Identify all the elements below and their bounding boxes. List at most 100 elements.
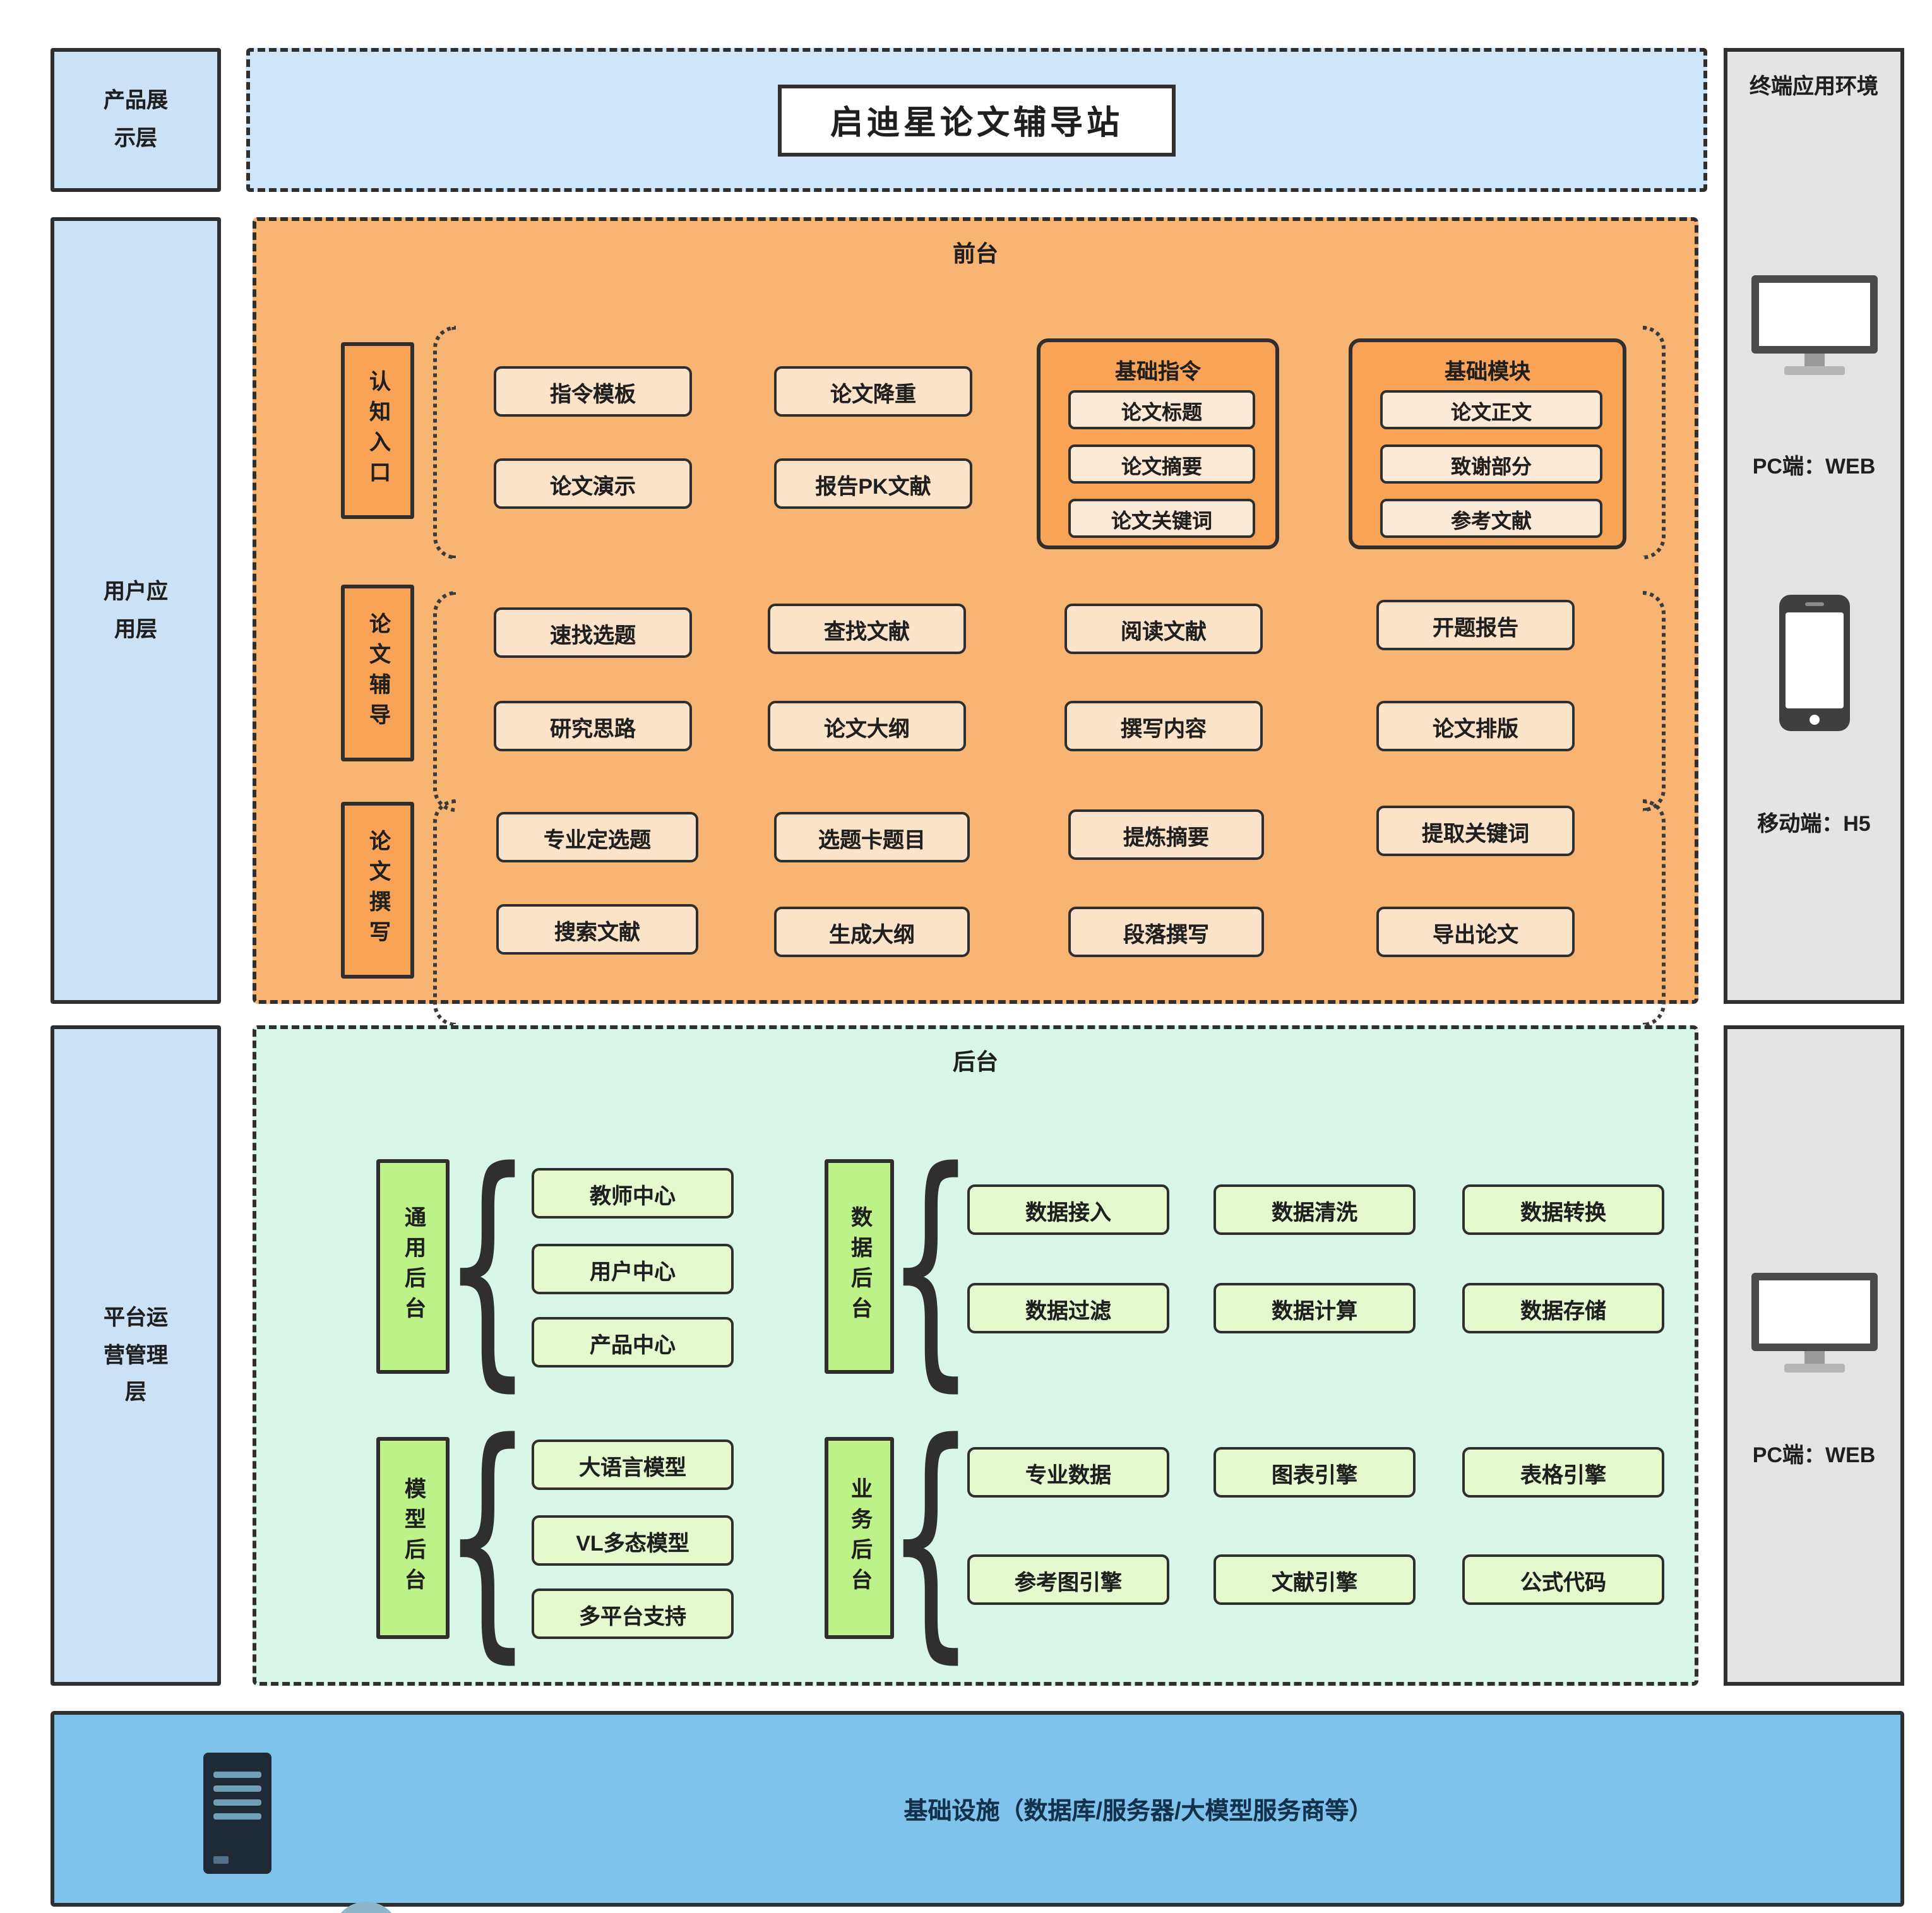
dotted-bracket-right — [1643, 799, 1666, 1027]
server-slot — [213, 1813, 261, 1820]
phone-screen — [1785, 612, 1843, 708]
dotted-bracket-left — [433, 799, 456, 1027]
back-node: 数据存储 — [1462, 1283, 1664, 1333]
front-node: 阅读文献 — [1064, 604, 1263, 654]
front-node: 报告PK文献 — [774, 458, 972, 509]
back-node: 表格引擎 — [1462, 1447, 1664, 1498]
back-node: 数据清洗 — [1213, 1184, 1416, 1235]
back-node: 文献引擎 — [1213, 1554, 1416, 1605]
front-node: 指令模板 — [494, 366, 692, 417]
page-title: 启迪星论文辅导站 — [778, 84, 1175, 156]
front-node: 论文正文 — [1380, 390, 1602, 429]
back-node: 数据计算 — [1213, 1283, 1416, 1333]
infrastructure-label: 基础设施（数据库/服务器/大模型服务商等） — [903, 1798, 1373, 1825]
monitor-base — [1784, 366, 1844, 375]
front-row3-label: 论文撰写 — [341, 802, 414, 979]
front-node: 论文关键词 — [1068, 499, 1255, 538]
front-section: 前台 认知入口 指令模板 论文演示 论文降重 报告PK文献 基础指令 论文标题 … — [253, 217, 1698, 1027]
infrastructure-bar: 基础设施（数据库/服务器/大模型服务商等） — [51, 1711, 1904, 1913]
cloud-part — [332, 1902, 400, 1913]
basic-commands-group: 基础指令 论文标题 论文摘要 论文关键词 — [1037, 338, 1279, 549]
pc-web-label-2: PC端：WEB — [1752, 1443, 1876, 1467]
server-icon — [203, 1753, 271, 1874]
pc-web-label: PC端：WEB — [1752, 455, 1876, 479]
front-node: 提取关键词 — [1376, 806, 1575, 856]
terminal-panel-title: 终端应用环境 — [1750, 74, 1878, 98]
front-row1-label: 认知入口 — [341, 342, 414, 519]
monitor-screen — [1751, 275, 1877, 354]
dotted-bracket-left — [433, 591, 456, 812]
front-node: 论文排版 — [1376, 701, 1575, 751]
front-node: 论文标题 — [1068, 390, 1255, 429]
dotted-bracket-left — [433, 326, 456, 559]
front-node: 论文摘要 — [1068, 444, 1255, 484]
back-node: 参考图引擎 — [967, 1554, 1169, 1605]
terminal-environment-panel: 终端应用环境 PC端：WEB 移动端：H5 — [1724, 48, 1904, 1004]
monitor-base — [1784, 1364, 1844, 1373]
front-row2-label: 论文辅导 — [341, 585, 414, 761]
brace-connector — [891, 1356, 970, 1720]
front-node: 查找文献 — [768, 604, 966, 654]
back-node: 用户中心 — [532, 1244, 734, 1294]
layer-label-product-display: 产品展 示层 — [51, 48, 221, 192]
cloud-icon — [307, 1902, 446, 1913]
back-node: 大语言模型 — [532, 1439, 734, 1490]
front-node: 提炼摘要 — [1068, 809, 1264, 860]
front-node: 专业定选题 — [496, 812, 698, 862]
front-node: 撰写内容 — [1064, 701, 1263, 751]
phone-home-button — [1809, 715, 1819, 725]
front-node: 参考文献 — [1380, 499, 1602, 538]
layer-label-platform-operation: 平台运 营管理 层 — [51, 1025, 221, 1686]
server-vent — [213, 1856, 229, 1864]
layer-label-user-application: 用户应 用层 — [51, 217, 221, 1004]
group-title: 基础模块 — [1445, 360, 1530, 384]
back-section-title: 后台 — [953, 1049, 998, 1075]
back-node: 产品中心 — [532, 1317, 734, 1368]
brace-connector — [448, 1356, 527, 1720]
server-slot — [213, 1799, 261, 1806]
back-node: 公式代码 — [1462, 1554, 1664, 1605]
front-node: 研究思路 — [494, 701, 692, 751]
back-node: 多平台支持 — [532, 1588, 734, 1639]
back-group4-label: 业务后台 — [825, 1437, 894, 1639]
front-node: 生成大纲 — [774, 907, 970, 957]
monitor-neck — [1804, 354, 1824, 366]
dotted-bracket-right — [1643, 591, 1666, 812]
back-group3-label: 模型后台 — [376, 1437, 450, 1639]
back-group1-label: 通用后台 — [376, 1159, 450, 1374]
front-section-title: 前台 — [953, 241, 998, 266]
front-node: 选题卡题目 — [774, 812, 970, 862]
server-slot — [213, 1772, 261, 1778]
terminal-environment-panel-2: PC端：WEB — [1724, 1025, 1904, 1686]
front-node: 开题报告 — [1376, 600, 1575, 650]
back-node: 数据过滤 — [967, 1283, 1169, 1333]
dotted-bracket-right — [1643, 326, 1666, 559]
server-slot — [213, 1785, 261, 1792]
back-section: 后台 通用后台 教师中心 用户中心 产品中心 数据后台 数据接入 数据清洗 数据… — [253, 1025, 1698, 1686]
phone-speaker — [1804, 602, 1823, 606]
front-node: 速找选题 — [494, 607, 692, 658]
back-node: 图表引擎 — [1213, 1447, 1416, 1498]
back-node: 数据接入 — [967, 1184, 1169, 1235]
monitor-screen — [1751, 1273, 1877, 1351]
front-node: 论文演示 — [494, 458, 692, 509]
front-node: 论文降重 — [774, 366, 972, 417]
monitor-neck — [1804, 1351, 1824, 1364]
basic-modules-group: 基础模块 论文正文 致谢部分 参考文献 — [1349, 338, 1626, 549]
product-display-strip: 启迪星论文辅导站 — [246, 48, 1707, 192]
back-node: 教师中心 — [532, 1168, 734, 1219]
mobile-h5-label: 移动端：H5 — [1757, 812, 1871, 836]
monitor-icon — [1751, 1273, 1877, 1373]
group-title: 基础指令 — [1115, 360, 1201, 384]
front-node: 段落撰写 — [1068, 907, 1264, 957]
smartphone-icon — [1779, 595, 1849, 731]
back-node: 数据转换 — [1462, 1184, 1664, 1235]
back-node: VL多态模型 — [532, 1515, 734, 1566]
front-node: 论文大纲 — [768, 701, 966, 751]
front-node: 导出论文 — [1376, 907, 1575, 957]
front-node: 搜索文献 — [496, 904, 698, 955]
back-node: 专业数据 — [967, 1447, 1169, 1498]
back-group2-label: 数据后台 — [825, 1159, 894, 1374]
front-node: 致谢部分 — [1380, 444, 1602, 484]
